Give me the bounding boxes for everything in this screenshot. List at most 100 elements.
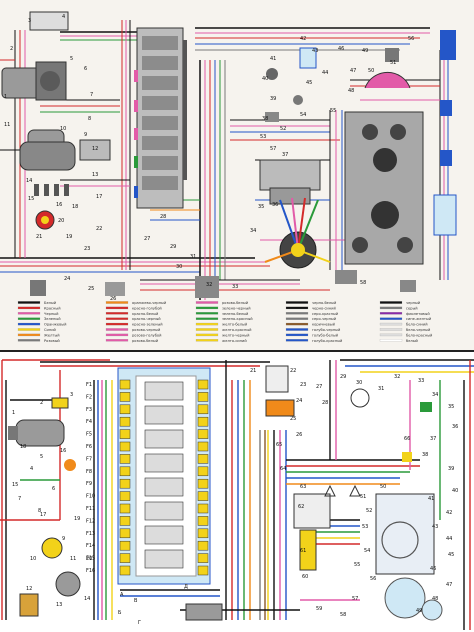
component-number: 26	[296, 432, 302, 438]
panel-divider	[0, 350, 474, 352]
fuse	[119, 466, 131, 477]
legend-label: красно-зеленый	[132, 323, 163, 327]
component-number: 29	[170, 244, 176, 250]
legend-swatch	[379, 306, 403, 310]
legend-label: бело-красный	[406, 333, 433, 337]
component-number: 49	[416, 608, 422, 614]
legend-swatch	[285, 322, 309, 326]
component-number: 37	[282, 152, 288, 158]
component-number: 46	[430, 566, 436, 572]
component-number: 55	[330, 108, 336, 114]
component-number: 12	[26, 586, 32, 592]
component-number: 56	[408, 36, 414, 42]
component-number: 42	[446, 510, 452, 516]
fuse-label: F11	[86, 506, 95, 512]
fuse	[197, 416, 209, 427]
fuse	[197, 565, 209, 576]
component-number: 20	[58, 218, 64, 224]
component-number: 13	[56, 602, 62, 608]
legend-label: Синий	[44, 328, 57, 332]
fuse	[119, 565, 131, 576]
legend-label: серо-черный	[312, 317, 337, 321]
component-number: 66	[404, 436, 410, 442]
component-number: 18	[20, 444, 26, 450]
legend-label: розово-белый	[132, 339, 159, 343]
component-number: 19	[66, 234, 72, 240]
component-number: 32	[394, 374, 400, 380]
component-number: 64	[280, 466, 286, 472]
legend-swatch	[195, 328, 219, 331]
fuse-label: F10	[86, 494, 95, 500]
component-number: 35	[258, 204, 264, 210]
component-number: 2	[10, 46, 13, 52]
fuse	[197, 478, 209, 489]
legend-label: розово-голубой	[132, 333, 162, 337]
legend-label: желто-синий	[222, 339, 247, 343]
legend-swatch	[285, 333, 309, 337]
fuse	[197, 553, 209, 563]
fuse	[197, 491, 209, 501]
fuse	[119, 478, 131, 489]
legend-swatch	[195, 301, 219, 304]
legend-label: белый	[406, 339, 419, 343]
component-number: 16	[56, 202, 62, 208]
legend-swatch	[285, 306, 309, 310]
fuse-strip-right	[197, 379, 209, 576]
fuse	[197, 441, 209, 452]
fuse-label: F8	[86, 469, 92, 475]
legend-label: бело-черный	[406, 328, 431, 332]
component-number: 23	[300, 382, 306, 388]
fuse	[119, 454, 131, 464]
component-number: 9	[84, 132, 87, 138]
fuse-label: F1	[86, 382, 92, 388]
legend-swatch	[17, 328, 41, 331]
component-number: 45	[306, 80, 312, 86]
component-number: 31	[378, 386, 384, 392]
component-number: 7	[18, 496, 21, 502]
fuse	[197, 466, 209, 477]
component-number: 63	[300, 484, 306, 490]
component-number: 44	[446, 536, 452, 542]
legend-swatch	[105, 322, 129, 326]
fuse	[119, 416, 131, 427]
component-number: 52	[280, 126, 286, 132]
legend-swatch	[17, 333, 41, 337]
fuse	[119, 528, 131, 539]
component-number: 35	[448, 404, 454, 410]
component-number: 26	[110, 296, 116, 302]
component-number: 7	[90, 92, 93, 98]
connector-letter: Г	[138, 620, 141, 626]
component-number: 3	[28, 18, 31, 24]
component-number: 49	[362, 48, 368, 54]
legend-swatch	[285, 317, 309, 320]
fuse	[197, 528, 209, 539]
component-number: 4	[30, 466, 33, 472]
component-number: 52	[366, 508, 372, 514]
legend-label: черно-синий	[312, 306, 336, 310]
wire-color-legend: БелыйКрасныйЧерныйЗеленыйОранжевыйСинийЖ…	[17, 301, 433, 343]
legend-swatch	[379, 339, 403, 342]
component-number: 3	[70, 392, 73, 398]
legend-label: коричневый	[312, 323, 336, 327]
component-number: 61	[300, 548, 306, 554]
legend-swatch	[17, 339, 41, 342]
component-number: 25	[290, 416, 296, 422]
component-number: 20	[86, 556, 92, 562]
fuse-label: F13	[86, 531, 95, 537]
legend-swatch	[105, 312, 129, 315]
component-number: 46	[338, 46, 344, 52]
legend-label: черно-белый	[312, 301, 337, 305]
component-number: 16	[60, 448, 66, 454]
legend-swatch	[195, 306, 219, 310]
component-number: 42	[300, 36, 306, 42]
legend-label: серо-красный	[312, 312, 339, 316]
harness-bundles	[0, 20, 449, 300]
legend-label: Зеленый	[44, 317, 61, 321]
fuse-relay-block	[134, 27, 187, 209]
fuse	[119, 429, 131, 439]
component-number: 39	[270, 96, 276, 102]
legend-label: оранжево-черный	[132, 301, 167, 305]
component-number: 41	[270, 56, 276, 62]
